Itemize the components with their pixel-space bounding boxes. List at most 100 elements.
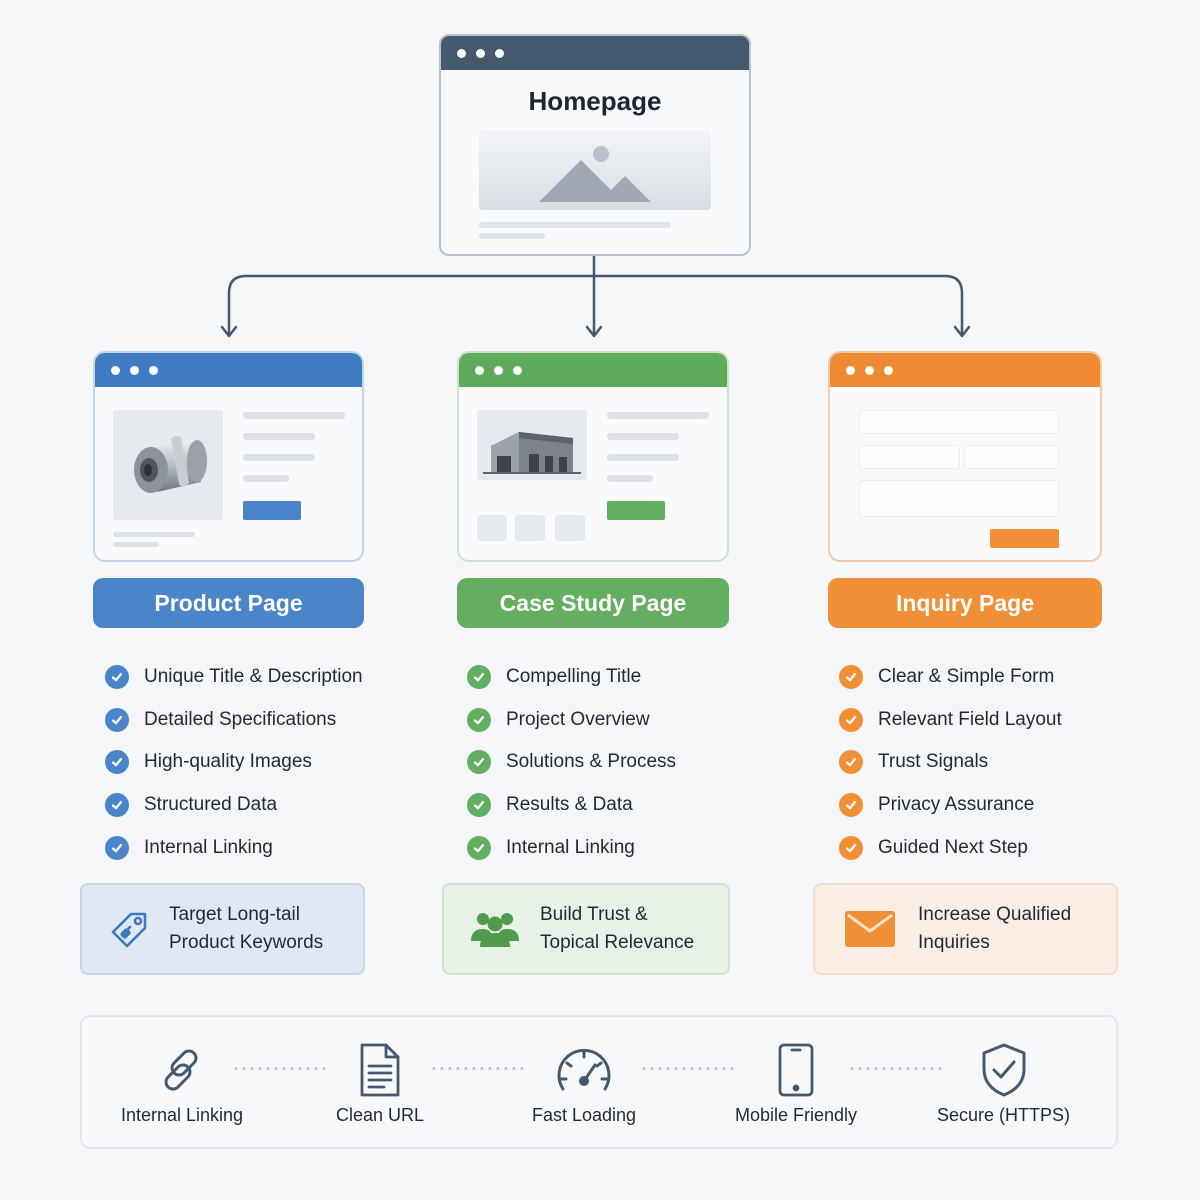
checklist-item-label: Guided Next Step <box>878 836 1028 858</box>
checklist-item: Unique Title & Description <box>105 656 363 699</box>
checklist-item-label: Relevant Field Layout <box>878 708 1062 730</box>
link-icon <box>102 1040 262 1100</box>
check-icon <box>105 707 129 732</box>
check-icon <box>467 750 491 775</box>
speedometer-icon <box>504 1040 664 1100</box>
dotted-separator <box>430 1067 528 1070</box>
checklist-item-label: Internal Linking <box>144 836 273 858</box>
case-study-page-label: Case Study Page <box>457 578 729 628</box>
inquiry-page-label: Inquiry Page <box>828 578 1102 628</box>
users-icon <box>468 907 522 951</box>
arrowhead-inquiry <box>953 325 971 338</box>
feature-fast-loading: Fast Loading <box>504 1040 664 1126</box>
arrowhead-case <box>585 325 603 338</box>
product-page-mockup <box>93 351 364 562</box>
window-titlebar <box>830 353 1100 387</box>
check-icon <box>105 665 129 690</box>
dotted-separator <box>232 1067 330 1070</box>
check-icon <box>467 665 491 690</box>
goal-line-1: Increase Qualified <box>918 904 1072 925</box>
checklist-item: Compelling Title <box>467 656 676 699</box>
checklist-item: Structured Data <box>105 784 363 827</box>
check-icon <box>105 793 129 818</box>
checklist-item: Relevant Field Layout <box>839 699 1062 742</box>
arrowhead-product <box>220 325 238 338</box>
checklist-item-label: High-quality Images <box>144 751 312 773</box>
check-icon <box>467 793 491 818</box>
feature-internal-linking: Internal Linking <box>102 1040 262 1126</box>
check-icon <box>839 793 863 818</box>
checklist-item-label: Privacy Assurance <box>878 794 1035 816</box>
checklist-item-label: Detailed Specifications <box>144 708 337 730</box>
checklist-item-label: Solutions & Process <box>506 751 677 773</box>
checklist-item-label: Clear & Simple Form <box>878 666 1055 688</box>
check-icon <box>839 707 863 732</box>
checklist-item: Clear & Simple Form <box>839 656 1062 699</box>
checklist-item-label: Compelling Title <box>506 666 642 688</box>
feature-mobile-friendly: Mobile Friendly <box>716 1040 876 1126</box>
connector-inquiry <box>592 274 964 337</box>
checklist-item: Project Overview <box>467 699 676 742</box>
shield-check-icon <box>926 1040 1081 1100</box>
window-titlebar <box>459 353 727 387</box>
goal-line-1: Target Long-tail <box>169 904 300 925</box>
inquiry-goal-box: Increase Qualified Inquiries <box>813 883 1118 975</box>
image-placeholder-icon <box>479 130 711 210</box>
check-icon <box>105 835 129 860</box>
check-icon <box>839 665 863 690</box>
connector-product <box>227 274 596 337</box>
check-icon <box>839 750 863 775</box>
window-titlebar <box>95 353 362 387</box>
check-icon <box>105 750 129 775</box>
checklist-item-label: Internal Linking <box>506 836 635 858</box>
feature-label: Secure (HTTPS) <box>936 1105 1071 1125</box>
checklist-item-label: Structured Data <box>144 794 278 816</box>
check-icon <box>467 707 491 732</box>
product-page-checklist: Unique Title & Description Detailed Spec… <box>105 656 363 869</box>
document-icon <box>300 1040 460 1100</box>
checklist-item-label: Unique Title & Description <box>144 666 363 688</box>
inquiry-page-mockup <box>828 351 1102 562</box>
inquiry-page-checklist: Clear & Simple Form Relevant Field Layou… <box>839 656 1062 869</box>
homepage-window: Homepage <box>439 34 751 256</box>
tag-icon <box>107 906 153 952</box>
goal-line-2: Inquiries <box>918 932 990 953</box>
checklist-item: High-quality Images <box>105 741 363 784</box>
check-icon <box>839 835 863 860</box>
checklist-item: Internal Linking <box>105 826 363 869</box>
checklist-item: Solutions & Process <box>467 741 676 784</box>
case-study-goal-box: Build Trust & Topical Relevance <box>442 883 730 975</box>
warehouse-icon <box>477 410 587 480</box>
checklist-item: Internal Linking <box>467 826 676 869</box>
product-goal-box: Target Long-tail Product Keywords <box>80 883 365 975</box>
envelope-icon <box>844 909 896 949</box>
feature-label: Fast Loading <box>531 1105 637 1125</box>
dotted-separator <box>848 1067 946 1070</box>
technical-seo-bar <box>80 1015 1118 1149</box>
smartphone-icon <box>716 1040 876 1100</box>
homepage-title: Homepage <box>528 86 662 116</box>
dotted-separator <box>640 1067 738 1070</box>
checklist-item: Privacy Assurance <box>839 784 1062 827</box>
case-study-page-mockup <box>457 351 729 562</box>
goal-line-2: Product Keywords <box>169 932 324 953</box>
goal-line-1: Build Trust & <box>540 904 648 925</box>
product-image-icon <box>113 410 223 520</box>
feature-secure-https: Secure (HTTPS) <box>926 1040 1081 1126</box>
feature-label: Clean URL <box>335 1105 425 1125</box>
connector-arrows <box>220 254 971 338</box>
feature-label: Mobile Friendly <box>734 1105 858 1125</box>
check-icon <box>467 835 491 860</box>
checklist-item-label: Project Overview <box>506 708 650 730</box>
feature-clean-url: Clean URL <box>300 1040 460 1126</box>
checklist-item-label: Trust Signals <box>878 751 989 773</box>
checklist-item: Results & Data <box>467 784 676 827</box>
window-titlebar <box>441 36 749 70</box>
checklist-item-label: Results & Data <box>506 794 633 816</box>
goal-line-2: Topical Relevance <box>540 932 695 953</box>
checklist-item: Trust Signals <box>839 741 1062 784</box>
checklist-item: Guided Next Step <box>839 826 1062 869</box>
checklist-item: Detailed Specifications <box>105 699 363 742</box>
feature-label: Internal Linking <box>120 1105 244 1125</box>
product-page-label: Product Page <box>93 578 364 628</box>
